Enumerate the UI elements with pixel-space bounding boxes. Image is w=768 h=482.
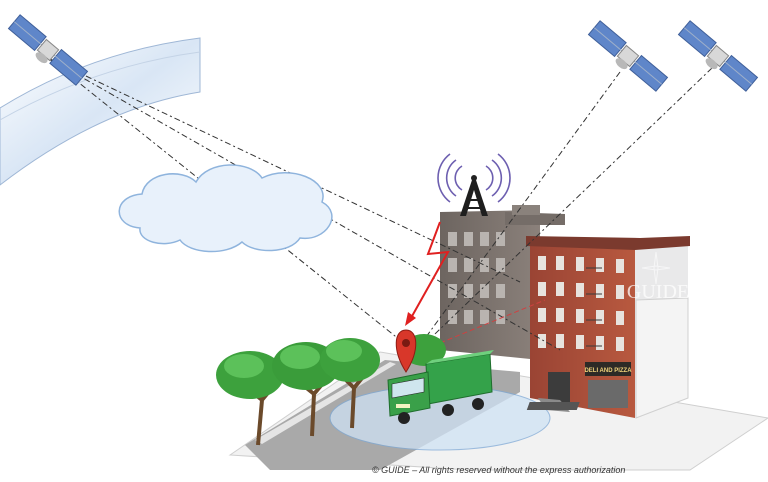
cloud-icon: [118, 164, 333, 253]
grey-building: [440, 205, 565, 360]
satellite-icon: [7, 14, 89, 86]
brick-building: DELI AND PIZZA GUIDE: [526, 236, 690, 419]
guide-watermark: GUIDE: [627, 281, 689, 303]
atmosphere-band: [0, 37, 201, 186]
copyright-caption: © GUIDE – All rights reserved without th…: [372, 465, 626, 475]
ground-plate: [228, 351, 768, 471]
truck-icon: [387, 350, 494, 424]
tree-icon: [320, 338, 380, 429]
pin-signal-line: [417, 299, 546, 353]
satellite-icon: [587, 20, 669, 92]
map-pin-icon: [395, 329, 417, 373]
satellite-icon: [677, 20, 759, 92]
signal-arrow: [405, 221, 450, 326]
cell-tower-icon: [437, 153, 511, 216]
compass-watermark: [641, 251, 671, 285]
shop-sign: DELI AND PIZZA: [584, 368, 632, 374]
tree-icon: [216, 351, 284, 446]
